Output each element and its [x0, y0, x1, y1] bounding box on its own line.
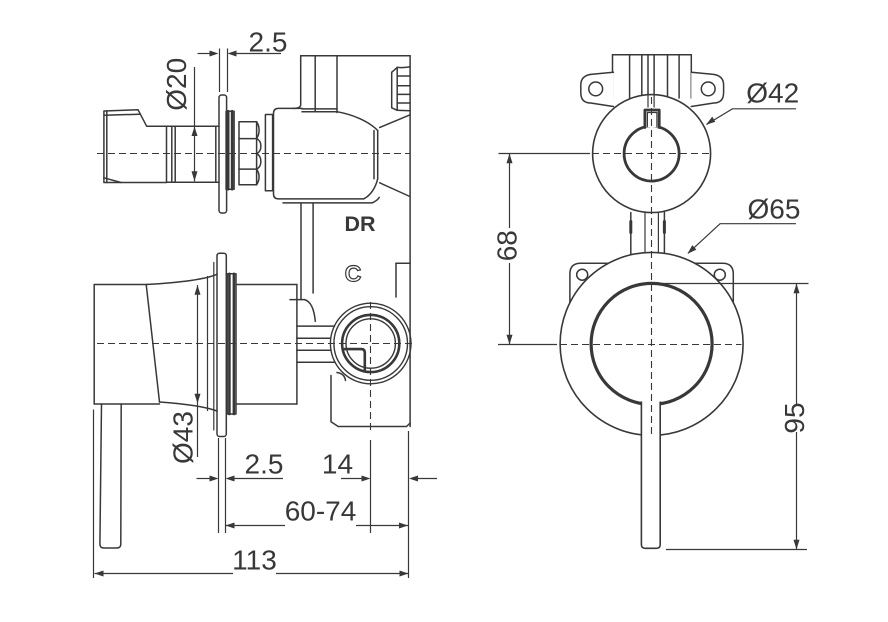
- svg-text:DR: DR: [344, 212, 376, 236]
- svg-text:2.5: 2.5: [249, 27, 288, 58]
- svg-text:113: 113: [232, 545, 277, 576]
- svg-text:2.5: 2.5: [245, 449, 284, 480]
- svg-text:14: 14: [322, 449, 353, 480]
- svg-text:C: C: [345, 260, 362, 286]
- svg-text:Ø65: Ø65: [748, 193, 801, 224]
- svg-text:60-74: 60-74: [285, 496, 357, 527]
- svg-text:Ø42: Ø42: [746, 77, 799, 108]
- svg-text:95: 95: [779, 402, 810, 433]
- svg-text:Ø43: Ø43: [168, 411, 199, 464]
- svg-text:68: 68: [492, 230, 523, 261]
- svg-text:Ø20: Ø20: [161, 58, 192, 111]
